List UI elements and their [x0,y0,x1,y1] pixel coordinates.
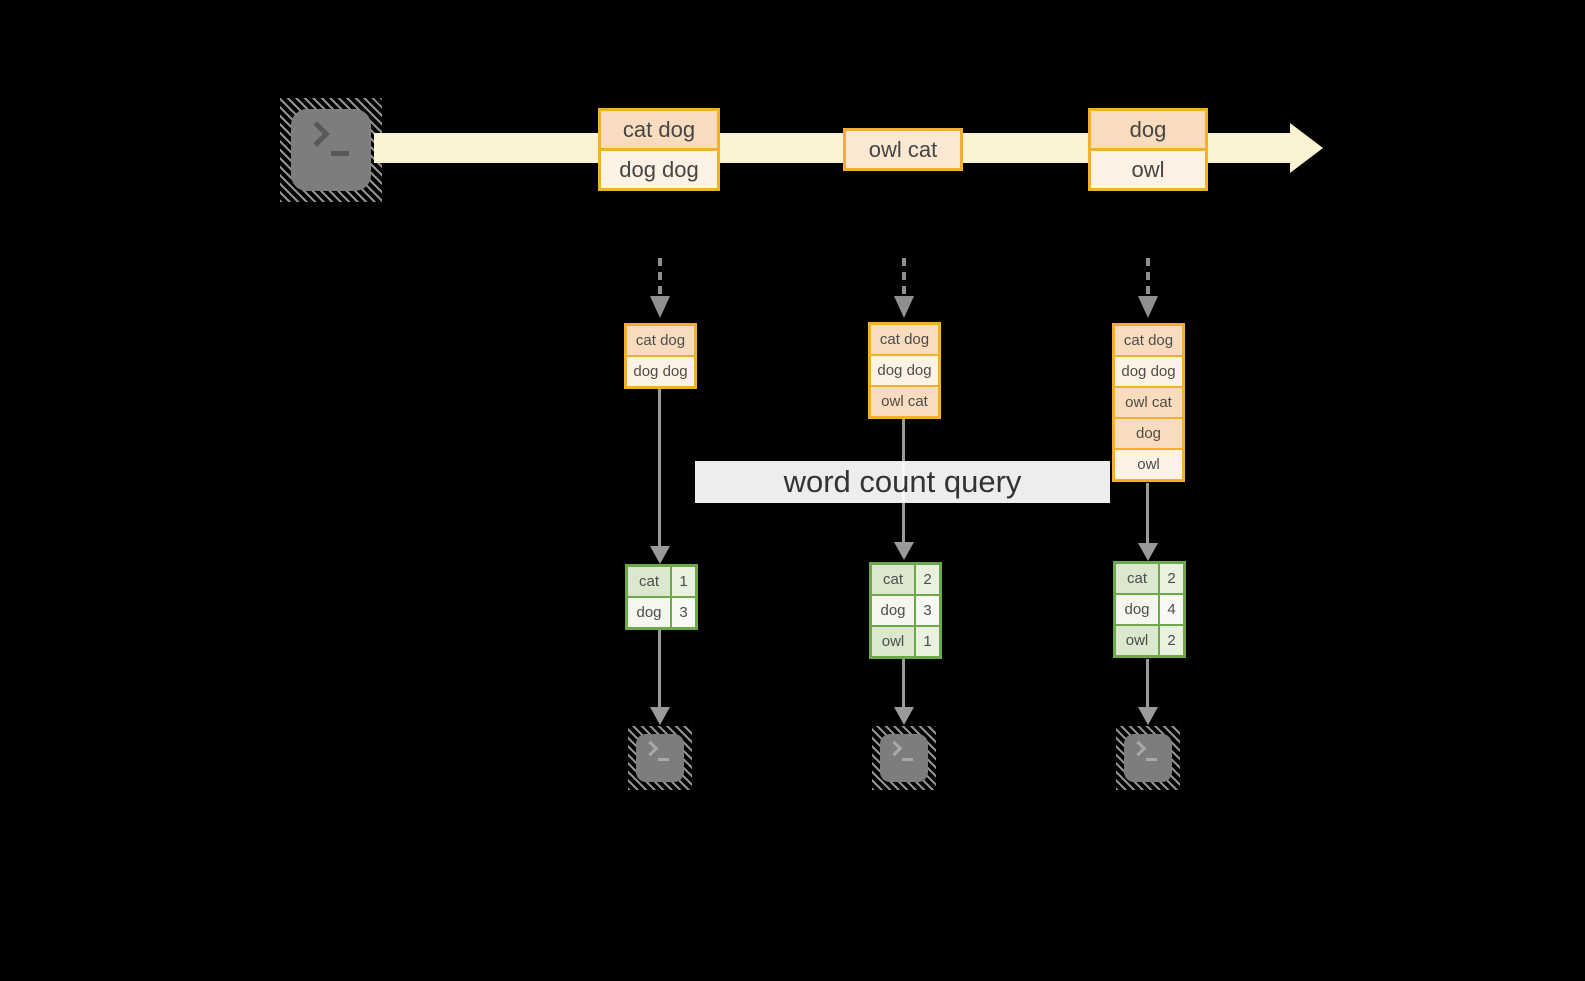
buffer-row: cat dog [871,325,938,354]
query-banner: word count query [695,461,1110,503]
arrowhead-icon [1138,296,1158,318]
prompt-cursor-icon [331,151,349,156]
query-arrow [650,387,670,564]
buffer-row: dog dog [871,354,938,385]
source-terminal-icon [280,98,382,202]
arrowhead-icon [894,707,914,725]
arrowhead-icon [894,542,914,560]
count-word: owl [872,627,916,656]
stream-cell: cat dog [601,111,717,148]
arrowhead-icon [894,296,914,318]
prompt-cursor-icon [1146,758,1157,761]
buffer-row: cat dog [627,326,694,355]
count-value: 3 [916,596,939,625]
count-word: dog [1116,595,1160,624]
count-value: 2 [916,565,939,594]
query-banner-label: word count query [783,464,1022,499]
buffer-row: owl cat [1115,386,1182,417]
buffer-row: owl [1115,448,1182,479]
output-arrow [1138,659,1158,725]
arrowhead-icon [1138,707,1158,725]
count-value: 1 [672,567,695,596]
buffer-row: owl cat [871,385,938,416]
sink-terminal-icon [628,726,692,790]
query-arrow [1138,483,1158,561]
stream-cell: dog [1091,111,1205,148]
ingest-dashed-arrow [1138,258,1158,318]
count-value: 2 [1160,564,1183,593]
prompt-chevron-icon [886,740,903,757]
arrowhead-icon [650,707,670,725]
arrowhead-icon [1138,543,1158,561]
stream-cell: owl cat [846,131,960,168]
arrowhead-icon [650,296,670,318]
prompt-chevron-icon [304,121,330,147]
count-value: 4 [1160,595,1183,624]
buffer-row: dog [1115,417,1182,448]
buffer-row: dog dog [627,355,694,386]
terminal-body [291,109,371,191]
sink-terminal-icon [872,726,936,790]
count-value: 1 [916,627,939,656]
prompt-cursor-icon [902,758,913,761]
arrowhead-icon [650,546,670,564]
output-arrow [894,658,914,725]
stream-cell: owl [1091,148,1205,188]
stream-message: owl cat [843,128,963,171]
stream-cell: dog dog [601,148,717,188]
count-word: dog [628,598,672,627]
buffer-row: cat dog [1115,326,1182,355]
ingest-dashed-arrow [650,258,670,318]
count-word: cat [628,567,672,596]
stream-arrowhead-icon [1290,123,1323,173]
output-arrow [650,630,670,725]
buffer-row: dog dog [1115,355,1182,386]
ingest-dashed-arrow [894,258,914,318]
prompt-chevron-icon [1130,740,1147,757]
count-word: owl [1116,626,1160,655]
count-value: 2 [1160,626,1183,655]
count-value: 3 [672,598,695,627]
count-word: cat [872,565,916,594]
count-word: cat [1116,564,1160,593]
sink-terminal-icon [1116,726,1180,790]
prompt-chevron-icon [642,740,659,757]
count-word: dog [872,596,916,625]
prompt-cursor-icon [658,758,669,761]
